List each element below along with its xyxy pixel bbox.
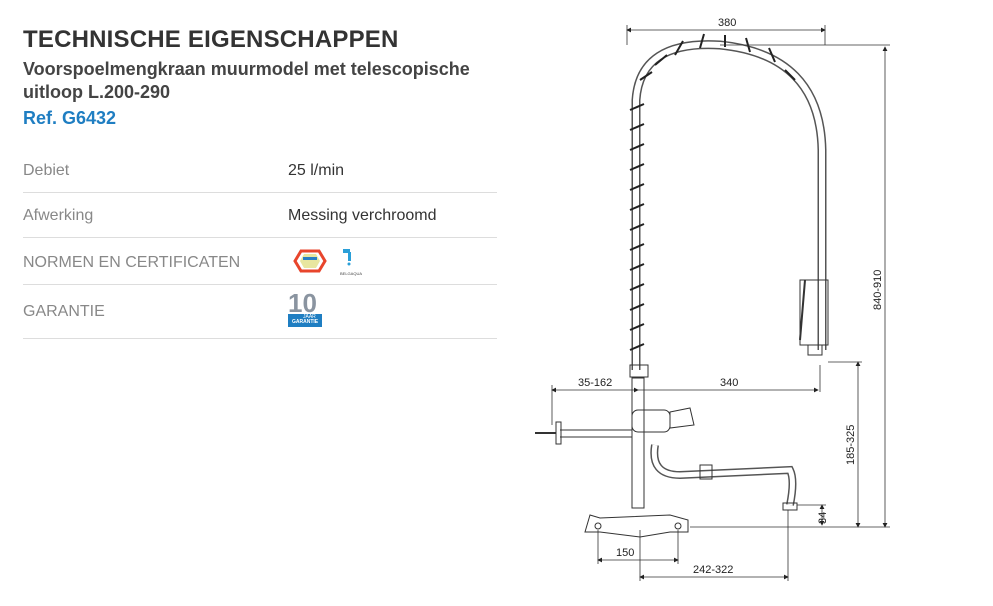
dim-840-910: 840-910: [872, 270, 884, 310]
svg-text:BELGAQUA: BELGAQUA: [340, 271, 362, 276]
product-ref: Ref. G6432: [23, 108, 117, 128]
spec-row-normen: NORMEN EN CERTIFICATEN BELGAQUA: [23, 238, 497, 285]
spec-row-afwerking: Afwerking Messing verchroomd: [23, 193, 497, 238]
warranty-label-box: JAAR GARANTIE: [288, 314, 322, 327]
spec-row-debiet: Debiet 25 l/min: [23, 148, 497, 193]
spec-label: Afwerking: [23, 207, 94, 224]
dim-34: 34: [817, 512, 829, 524]
spec-label: NORMEN EN CERTIFICATEN: [23, 254, 241, 271]
dim-380: 380: [718, 17, 736, 29]
spec-label: Debiet: [23, 162, 70, 179]
faucet-outline: [535, 33, 829, 538]
warranty-10-years-icon: 10 JAAR GARANTIE: [288, 292, 322, 327]
dim-340: 340: [720, 377, 738, 389]
dimension-labels: 380 840-910 35-162 340 185-325 34 150 24…: [578, 17, 884, 576]
warranty-text: JAAR: [303, 314, 316, 320]
spec-value: 25 l/min: [288, 162, 345, 179]
dim-185-325: 185-325: [845, 425, 857, 465]
dim-150: 150: [616, 547, 634, 559]
product-subtitle: Voorspoelmengkraan muurmodel met telesco…: [23, 59, 470, 102]
spec-value: Messing verchroomd: [288, 207, 437, 224]
acs-certificate-icon: BELGAQUA: [293, 249, 362, 276]
dim-35-162: 35-162: [578, 377, 612, 389]
warranty-number: 10: [288, 292, 317, 314]
spec-row-garantie: GARANTIE 10 JAAR GARANTIE: [23, 285, 497, 339]
dim-242-322: 242-322: [693, 564, 733, 576]
spec-label: GARANTIE: [23, 303, 105, 320]
warranty-sub: GARANTIE: [292, 319, 319, 325]
page-title: TECHNISCHE EIGENSCHAPPEN: [23, 26, 399, 53]
belgaqua-icon: BELGAQUA: [340, 249, 362, 276]
dimension-lines: [551, 25, 890, 581]
